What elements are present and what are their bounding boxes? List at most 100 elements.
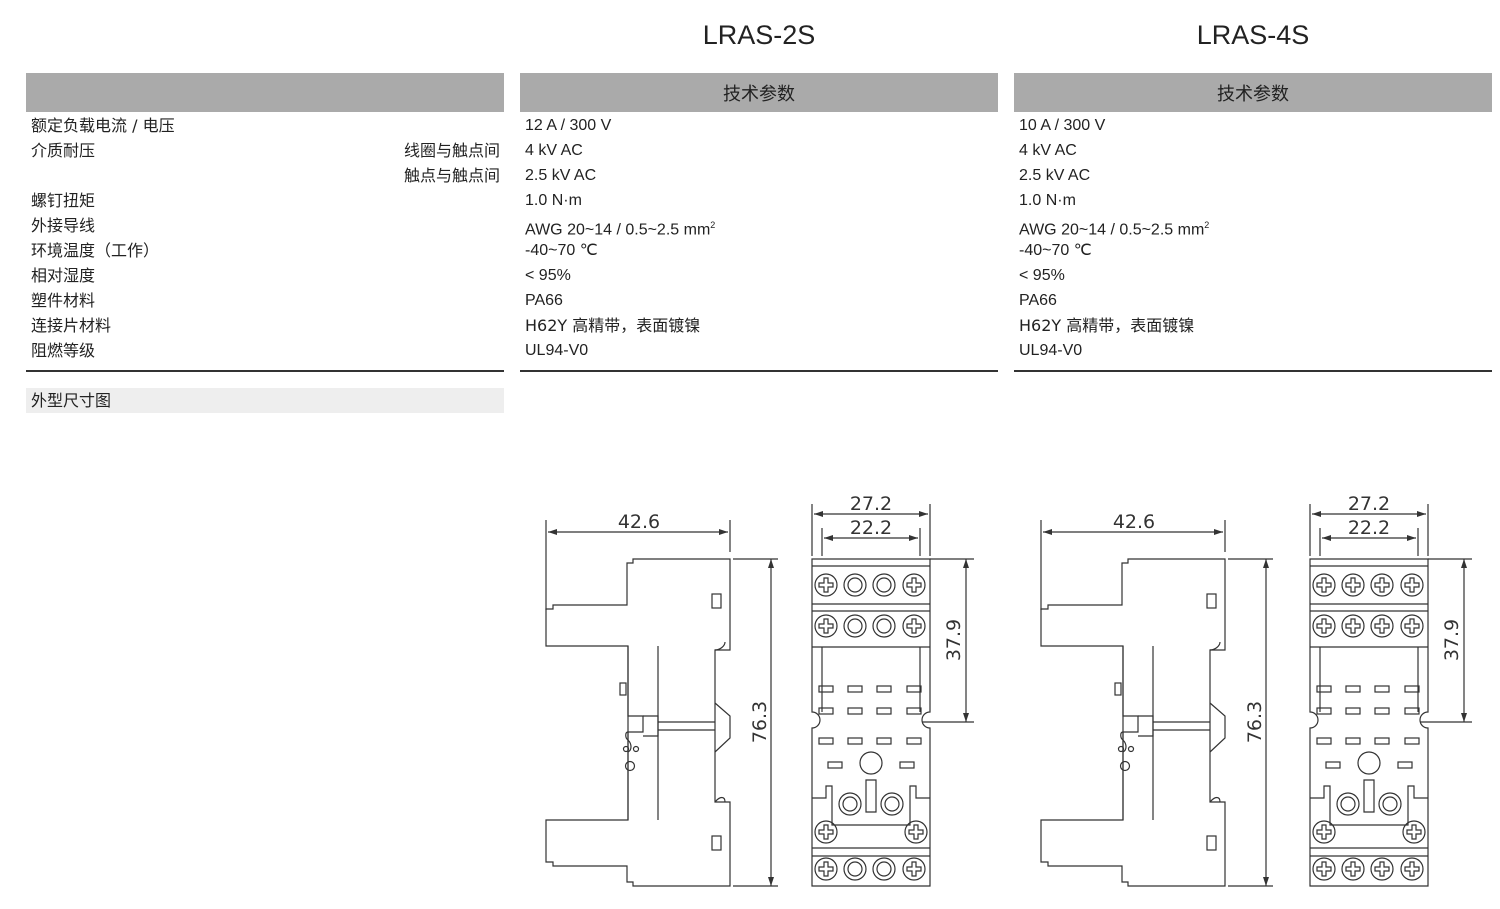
screw-cross-icon — [1406, 824, 1422, 840]
screw-cross-icon — [906, 577, 922, 593]
screw-cross-icon — [1374, 861, 1390, 877]
spec-value: -40~70 ℃ — [525, 242, 598, 259]
screw-cross-icon — [1345, 861, 1361, 877]
front-outline — [1309, 558, 1429, 887]
terminal-hole — [847, 577, 863, 593]
screw-cross-icon — [1404, 861, 1420, 877]
terminal-round — [843, 857, 867, 881]
terminal-screw — [814, 820, 838, 844]
contact-slot — [818, 737, 834, 745]
contact-slot — [1316, 707, 1332, 715]
spec-sublabel: 线圈与触点间 — [403, 141, 500, 160]
screw-cross-icon — [908, 824, 924, 840]
arrow-head — [919, 511, 928, 517]
screw-cross-icon — [1345, 618, 1361, 634]
side-clip — [1209, 641, 1221, 651]
front-view-drawing-lras-2s: 27.222.237.9 — [811, 493, 974, 887]
terminal-round — [872, 573, 896, 597]
spec-label: 额定负载电流 / 电压 — [31, 116, 175, 135]
contact-slot — [1345, 707, 1361, 715]
spec-header-lras-2s: 技术参数 — [520, 73, 998, 112]
terminal-screw — [814, 857, 838, 881]
contact-slot — [1374, 707, 1390, 715]
divider — [1014, 370, 1492, 372]
terminal-screw — [904, 820, 928, 844]
arrow-head — [768, 559, 774, 568]
dimension-terminal-height-label: 37.9 — [1441, 619, 1463, 661]
terminal-hole — [876, 618, 892, 634]
arrow-head — [1407, 535, 1416, 541]
screw-cross-icon — [1404, 618, 1420, 634]
contact-slot — [906, 707, 922, 715]
dimension-section-header: 外型尺寸图 — [26, 388, 504, 413]
terminal-round — [872, 614, 896, 638]
spec-label: 螺钉扭矩 — [31, 191, 96, 210]
arrow-head — [814, 511, 823, 517]
side-window — [1114, 682, 1122, 696]
side-foot — [1209, 702, 1226, 753]
terminal-hole — [1340, 796, 1356, 812]
front-outline — [811, 558, 931, 887]
side-rail — [658, 721, 715, 731]
arrow-head — [963, 559, 969, 568]
spec-sublabel: 触点与触点间 — [403, 166, 500, 185]
arrow-head — [719, 529, 728, 535]
contact-slot — [1404, 707, 1420, 715]
spec-label-row: 外接导线 — [26, 213, 504, 238]
terminal-screw — [814, 573, 838, 597]
spec-value: < 95% — [1019, 267, 1065, 284]
spec-value: -40~70 ℃ — [1019, 242, 1092, 259]
arrow-head — [1214, 529, 1223, 535]
side-window — [1206, 593, 1217, 609]
terminal-screw — [1341, 573, 1365, 597]
spec-value: 4 kV AC — [1019, 142, 1077, 159]
contact-slot — [1316, 685, 1332, 693]
spec-value: 2.5 kV AC — [1019, 167, 1091, 184]
front-lower-body — [1310, 785, 1428, 826]
arrow-head — [1461, 559, 1467, 568]
side-window — [711, 593, 722, 609]
screw-cross-icon — [1345, 577, 1361, 593]
extension-line — [1319, 528, 1419, 556]
front-lower-body — [812, 785, 930, 826]
spec-labels: 额定负载电流 / 电压 介质耐压线圈与触点间 触点与触点间 螺钉扭矩 外接导线 … — [26, 113, 504, 363]
side-hole — [622, 745, 630, 753]
screw-cross-icon — [1316, 861, 1332, 877]
contact-slot — [1345, 737, 1361, 745]
side-view-drawing-lras-2s: 42.676.3 — [545, 511, 778, 887]
contact-slot — [1316, 737, 1332, 745]
terminal-round — [872, 857, 896, 881]
contact-slot — [876, 737, 892, 745]
spec-label-row: 塑件材料 — [26, 288, 504, 313]
arrow-head — [824, 535, 833, 541]
spec-value: UL94-V0 — [1019, 342, 1083, 359]
dimension-height-label: 76.3 — [1244, 701, 1266, 743]
superscript: 2 — [710, 220, 716, 230]
dimension-outer-width-label: 27.2 — [850, 493, 892, 515]
center-hole — [1357, 751, 1381, 775]
spec-label: 环境温度（工作） — [31, 241, 160, 260]
terminal-screw — [1312, 857, 1336, 881]
spec-label: 介质耐压 — [31, 141, 96, 160]
contact-slot — [1397, 761, 1413, 769]
terminal-screw — [1370, 614, 1394, 638]
screw-cross-icon — [906, 618, 922, 634]
spec-label-row: 触点与触点间 — [26, 163, 504, 188]
screw-cross-icon — [1316, 824, 1332, 840]
arrow-head — [1043, 529, 1052, 535]
terminal-fuse — [1378, 792, 1402, 816]
side-hole — [1117, 745, 1125, 753]
front-inner — [1319, 647, 1419, 712]
terminal-hole — [876, 861, 892, 877]
model-title-lras-2s: LRAS-2S — [702, 20, 816, 50]
side-foot — [714, 702, 731, 753]
arrow-head — [1461, 713, 1467, 722]
terminal-screw — [1370, 857, 1394, 881]
side-view-drawing-lras-4s: 42.676.3 — [1040, 511, 1273, 887]
terminal-screw — [1312, 614, 1336, 638]
terminal-screw — [1341, 614, 1365, 638]
dimension-terminal-height-label: 37.9 — [943, 619, 965, 661]
arrow-head — [909, 535, 918, 541]
contact-slot — [1374, 737, 1390, 745]
side-hole — [624, 760, 636, 772]
